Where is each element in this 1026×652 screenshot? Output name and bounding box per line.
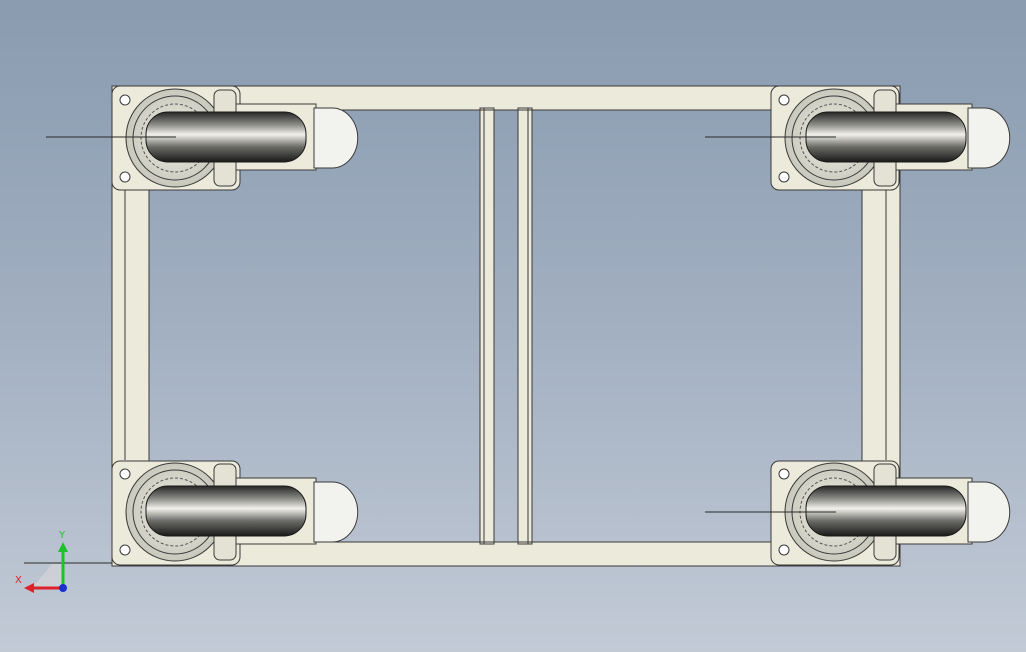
caster-top-left — [46, 85, 359, 191]
coordinate-triad: X Y — [10, 528, 90, 600]
triad-y-label: Y — [59, 530, 66, 541]
caster-bottom-right — [705, 460, 1011, 566]
center-post-left — [479, 107, 495, 545]
caster-top-right — [705, 85, 1011, 191]
center-post-right — [517, 107, 533, 545]
triad-icon — [24, 542, 68, 593]
frame-bottom-rail — [111, 541, 901, 567]
triad-x-label: X — [15, 575, 22, 586]
caster-bottom-left — [24, 460, 359, 566]
